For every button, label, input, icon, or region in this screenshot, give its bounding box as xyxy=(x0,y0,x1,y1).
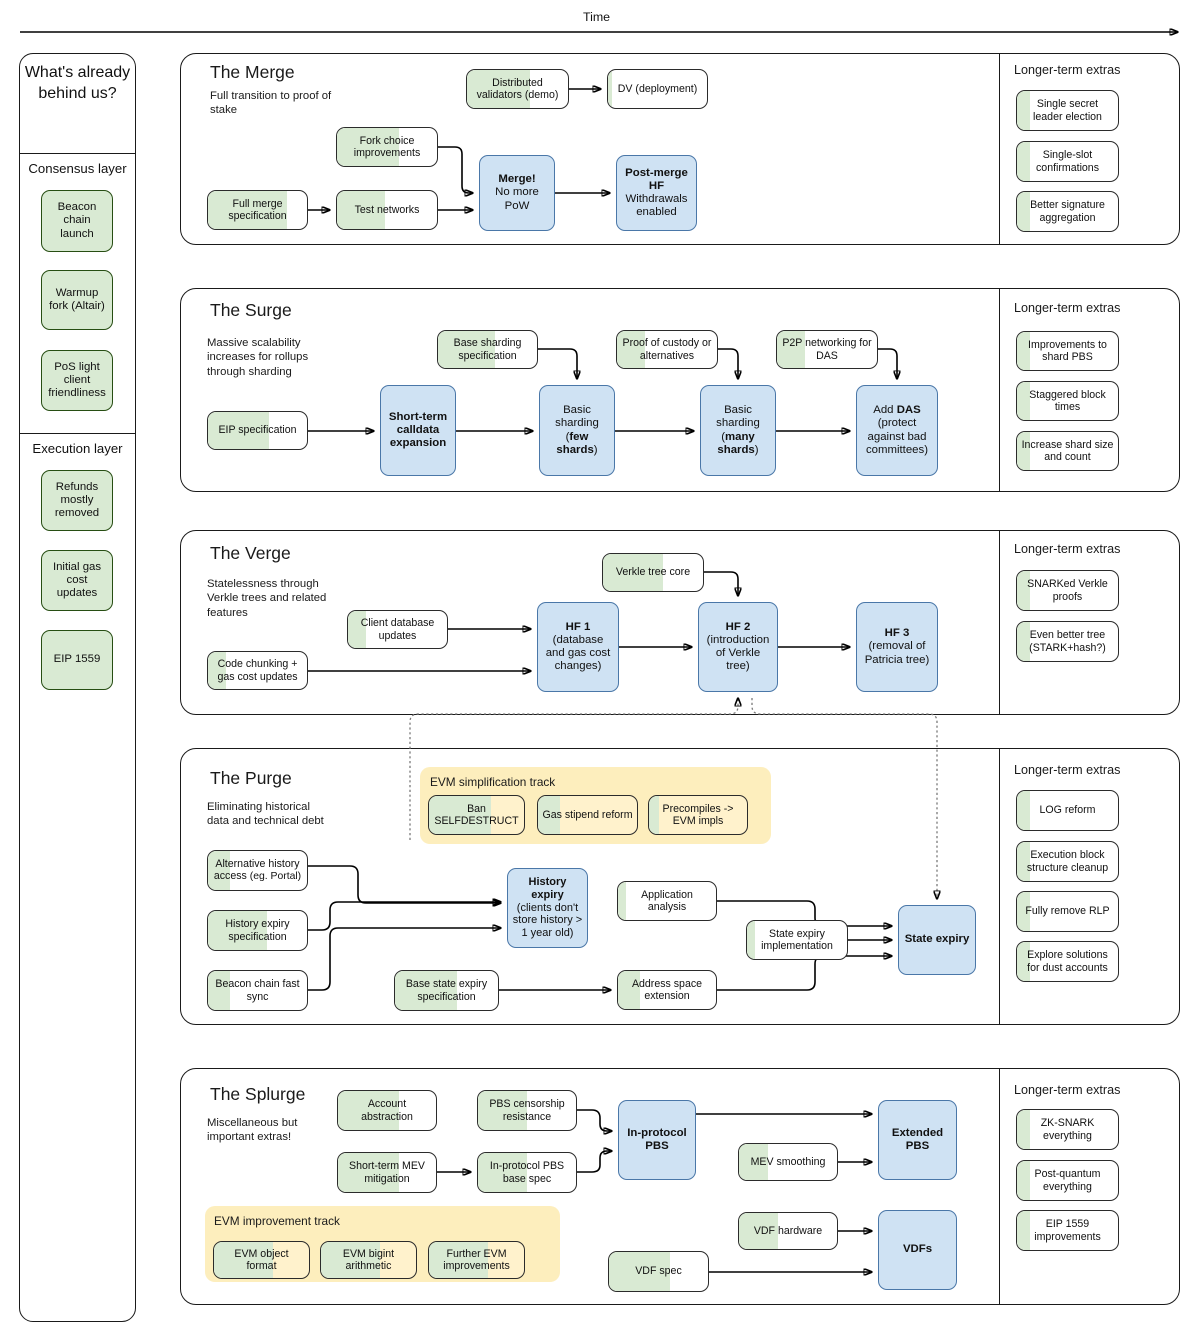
extra-increase-shard-size-and-count[interactable]: Increase shard size and count xyxy=(1016,431,1119,471)
node-client-database-updates[interactable]: Client database updates xyxy=(347,610,448,649)
section-title-the-verge: The Verge xyxy=(210,543,291,563)
time-axis-label: Time xyxy=(583,10,611,24)
sidebar-item-pos-light-client[interactable]: PoS light client friendliness xyxy=(41,350,113,411)
extra-single-slot-confirmations[interactable]: Single-slot confirmations xyxy=(1016,141,1119,182)
node-test-networks[interactable]: Test networks xyxy=(336,190,438,230)
node-evm-object-format[interactable]: EVM object format xyxy=(213,1241,310,1279)
evm-improvement-track-title: EVM improvement track xyxy=(214,1214,340,1228)
sidebar-item-initial-gas-cost-updates[interactable]: Initial gas cost updates xyxy=(41,550,113,611)
node-p2p-networking-for-das[interactable]: P2P networking for DAS xyxy=(776,330,878,369)
extra-zk-snark-everything[interactable]: ZK-SNARK everything xyxy=(1016,1109,1119,1150)
node-ban-selfdestruct[interactable]: Ban SELFDESTRUCT xyxy=(428,795,525,835)
node-beacon-chain-fast-sync[interactable]: Beacon chain fast sync xyxy=(207,970,308,1011)
node-full-merge-specification[interactable]: Full merge specification xyxy=(207,190,308,230)
sidebar-item-eip-1559[interactable]: EIP 1559 xyxy=(41,630,113,690)
extra-improvements-to-shard-pbs[interactable]: Improvements to shard PBS xyxy=(1016,331,1119,371)
extras-title-surge: Longer-term extras xyxy=(1014,301,1121,315)
extra-explore-solutions-for-dust-accounts[interactable]: Explore solutions for dust accounts xyxy=(1016,941,1119,982)
node-in-protocol-pbs-base-spec[interactable]: In-protocol PBS base spec xyxy=(477,1152,577,1193)
section-verge-divider xyxy=(999,530,1001,715)
section-title-the-surge: The Surge xyxy=(210,300,292,320)
node-dv-deployment[interactable]: DV (deployment) xyxy=(607,69,708,109)
extra-execution-block-structure-cleanup[interactable]: Execution block structure cleanup xyxy=(1016,841,1119,882)
node-account-abstraction[interactable]: Account abstraction xyxy=(337,1090,437,1131)
sidebar-item-beacon-chain-launch[interactable]: Beacon chain launch xyxy=(41,190,113,252)
section-splurge-divider xyxy=(999,1068,1001,1305)
node-state-expiry[interactable]: State expiry xyxy=(898,905,976,975)
node-verkle-tree-core[interactable]: Verkle tree core xyxy=(602,553,704,592)
section-surge-divider xyxy=(999,288,1001,492)
sidebar-heading: What's already behind us? xyxy=(24,64,131,102)
sidebar-group-label-execution: Execution layer xyxy=(32,441,123,456)
node-application-analysis[interactable]: Application analysis xyxy=(617,881,717,921)
node-vdf-spec[interactable]: VDF spec xyxy=(608,1251,709,1292)
extras-title-verge: Longer-term extras xyxy=(1014,542,1121,556)
extra-fully-remove-rlp[interactable]: Fully remove RLP xyxy=(1016,891,1119,932)
extra-log-reform[interactable]: LOG reform xyxy=(1016,790,1119,831)
section-the-surge xyxy=(180,288,1180,492)
extra-eip-1559-improvements[interactable]: EIP 1559 improvements xyxy=(1016,1210,1119,1251)
node-gas-stipend-reform[interactable]: Gas stipend reform xyxy=(537,795,638,835)
sidebar-group-label-consensus: Consensus layer xyxy=(28,161,127,176)
evm-simplification-track-title: EVM simplification track xyxy=(430,775,556,789)
node-address-space-extension[interactable]: Address space extension xyxy=(617,970,717,1010)
node-further-evm-improvements[interactable]: Further EVM improvements xyxy=(428,1241,525,1279)
section-purge-divider xyxy=(999,748,1001,1025)
node-vdf-hardware[interactable]: VDF hardware xyxy=(738,1212,838,1250)
sidebar-divider-2 xyxy=(19,433,136,435)
node-evm-bigint-arithmetic[interactable]: EVM bigint arithmetic xyxy=(320,1241,417,1279)
section-subtitle-the-verge: Statelessness through Verkle trees and r… xyxy=(207,578,327,619)
section-title-the-splurge: The Splurge xyxy=(210,1084,306,1104)
extra-better-signature-aggregation[interactable]: Better signature aggregation xyxy=(1016,191,1119,232)
node-vdfs[interactable]: VDFs xyxy=(878,1210,957,1290)
extra-single-secret-leader-election[interactable]: Single secret leader election xyxy=(1016,90,1119,131)
extra-staggered-block-times[interactable]: Staggered block times xyxy=(1016,381,1119,421)
section-subtitle-the-purge: Eliminating historical data and technica… xyxy=(207,801,324,828)
sidebar-item-refunds-removed[interactable]: Refunds mostly removed xyxy=(41,470,113,531)
node-fork-choice-improvements[interactable]: Fork choice improvements xyxy=(336,127,438,167)
node-base-state-expiry-specification[interactable]: Base state expiry specification xyxy=(394,970,499,1011)
node-history-expiry-specification[interactable]: History expiry specification xyxy=(207,910,308,951)
section-subtitle-the-splurge: Miscellaneous but important extras! xyxy=(207,1117,298,1144)
node-state-expiry-implementation[interactable]: State expiry implementation xyxy=(746,920,848,960)
node-distributed-validators[interactable]: Distributed validators (demo) xyxy=(466,69,569,109)
node-short-term-mev-mitigation[interactable]: Short-term MEV mitigation xyxy=(337,1152,437,1193)
section-subtitle-the-surge: Massive scalability increases for rollup… xyxy=(207,337,309,378)
node-base-sharding-specification[interactable]: Base sharding specification xyxy=(437,330,538,369)
extras-title-purge: Longer-term extras xyxy=(1014,763,1121,777)
node-pbs-censorship-resistance[interactable]: PBS censorship resistance xyxy=(477,1090,577,1131)
node-eip-specification[interactable]: EIP specification xyxy=(207,411,308,450)
node-mev-smoothing[interactable]: MEV smoothing xyxy=(738,1143,838,1181)
sidebar-item-warmup-fork[interactable]: Warmup fork (Altair) xyxy=(41,270,113,330)
extra-even-better-tree[interactable]: Even better tree (STARK+hash?) xyxy=(1016,621,1119,662)
extra-post-quantum-everything[interactable]: Post-quantum everything xyxy=(1016,1160,1119,1201)
extras-title-merge: Longer-term extras xyxy=(1014,63,1121,77)
section-subtitle-the-merge: Full transition to proof of stake xyxy=(210,90,332,117)
extra-snarked-verkle-proofs[interactable]: SNARKed Verkle proofs xyxy=(1016,570,1119,611)
sidebar-divider-1 xyxy=(19,153,136,155)
section-title-the-purge: The Purge xyxy=(210,768,292,788)
section-title-the-merge: The Merge xyxy=(210,62,295,82)
node-code-chunking-gas-cost-updates[interactable]: Code chunking + gas cost updates xyxy=(207,651,308,690)
node-precompiles-evm-impls[interactable]: Precompiles -> EVM impls xyxy=(648,795,748,835)
section-merge-divider xyxy=(999,53,1001,245)
node-proof-of-custody[interactable]: Proof of custody or alternatives xyxy=(616,330,718,369)
extras-title-splurge: Longer-term extras xyxy=(1014,1083,1121,1097)
